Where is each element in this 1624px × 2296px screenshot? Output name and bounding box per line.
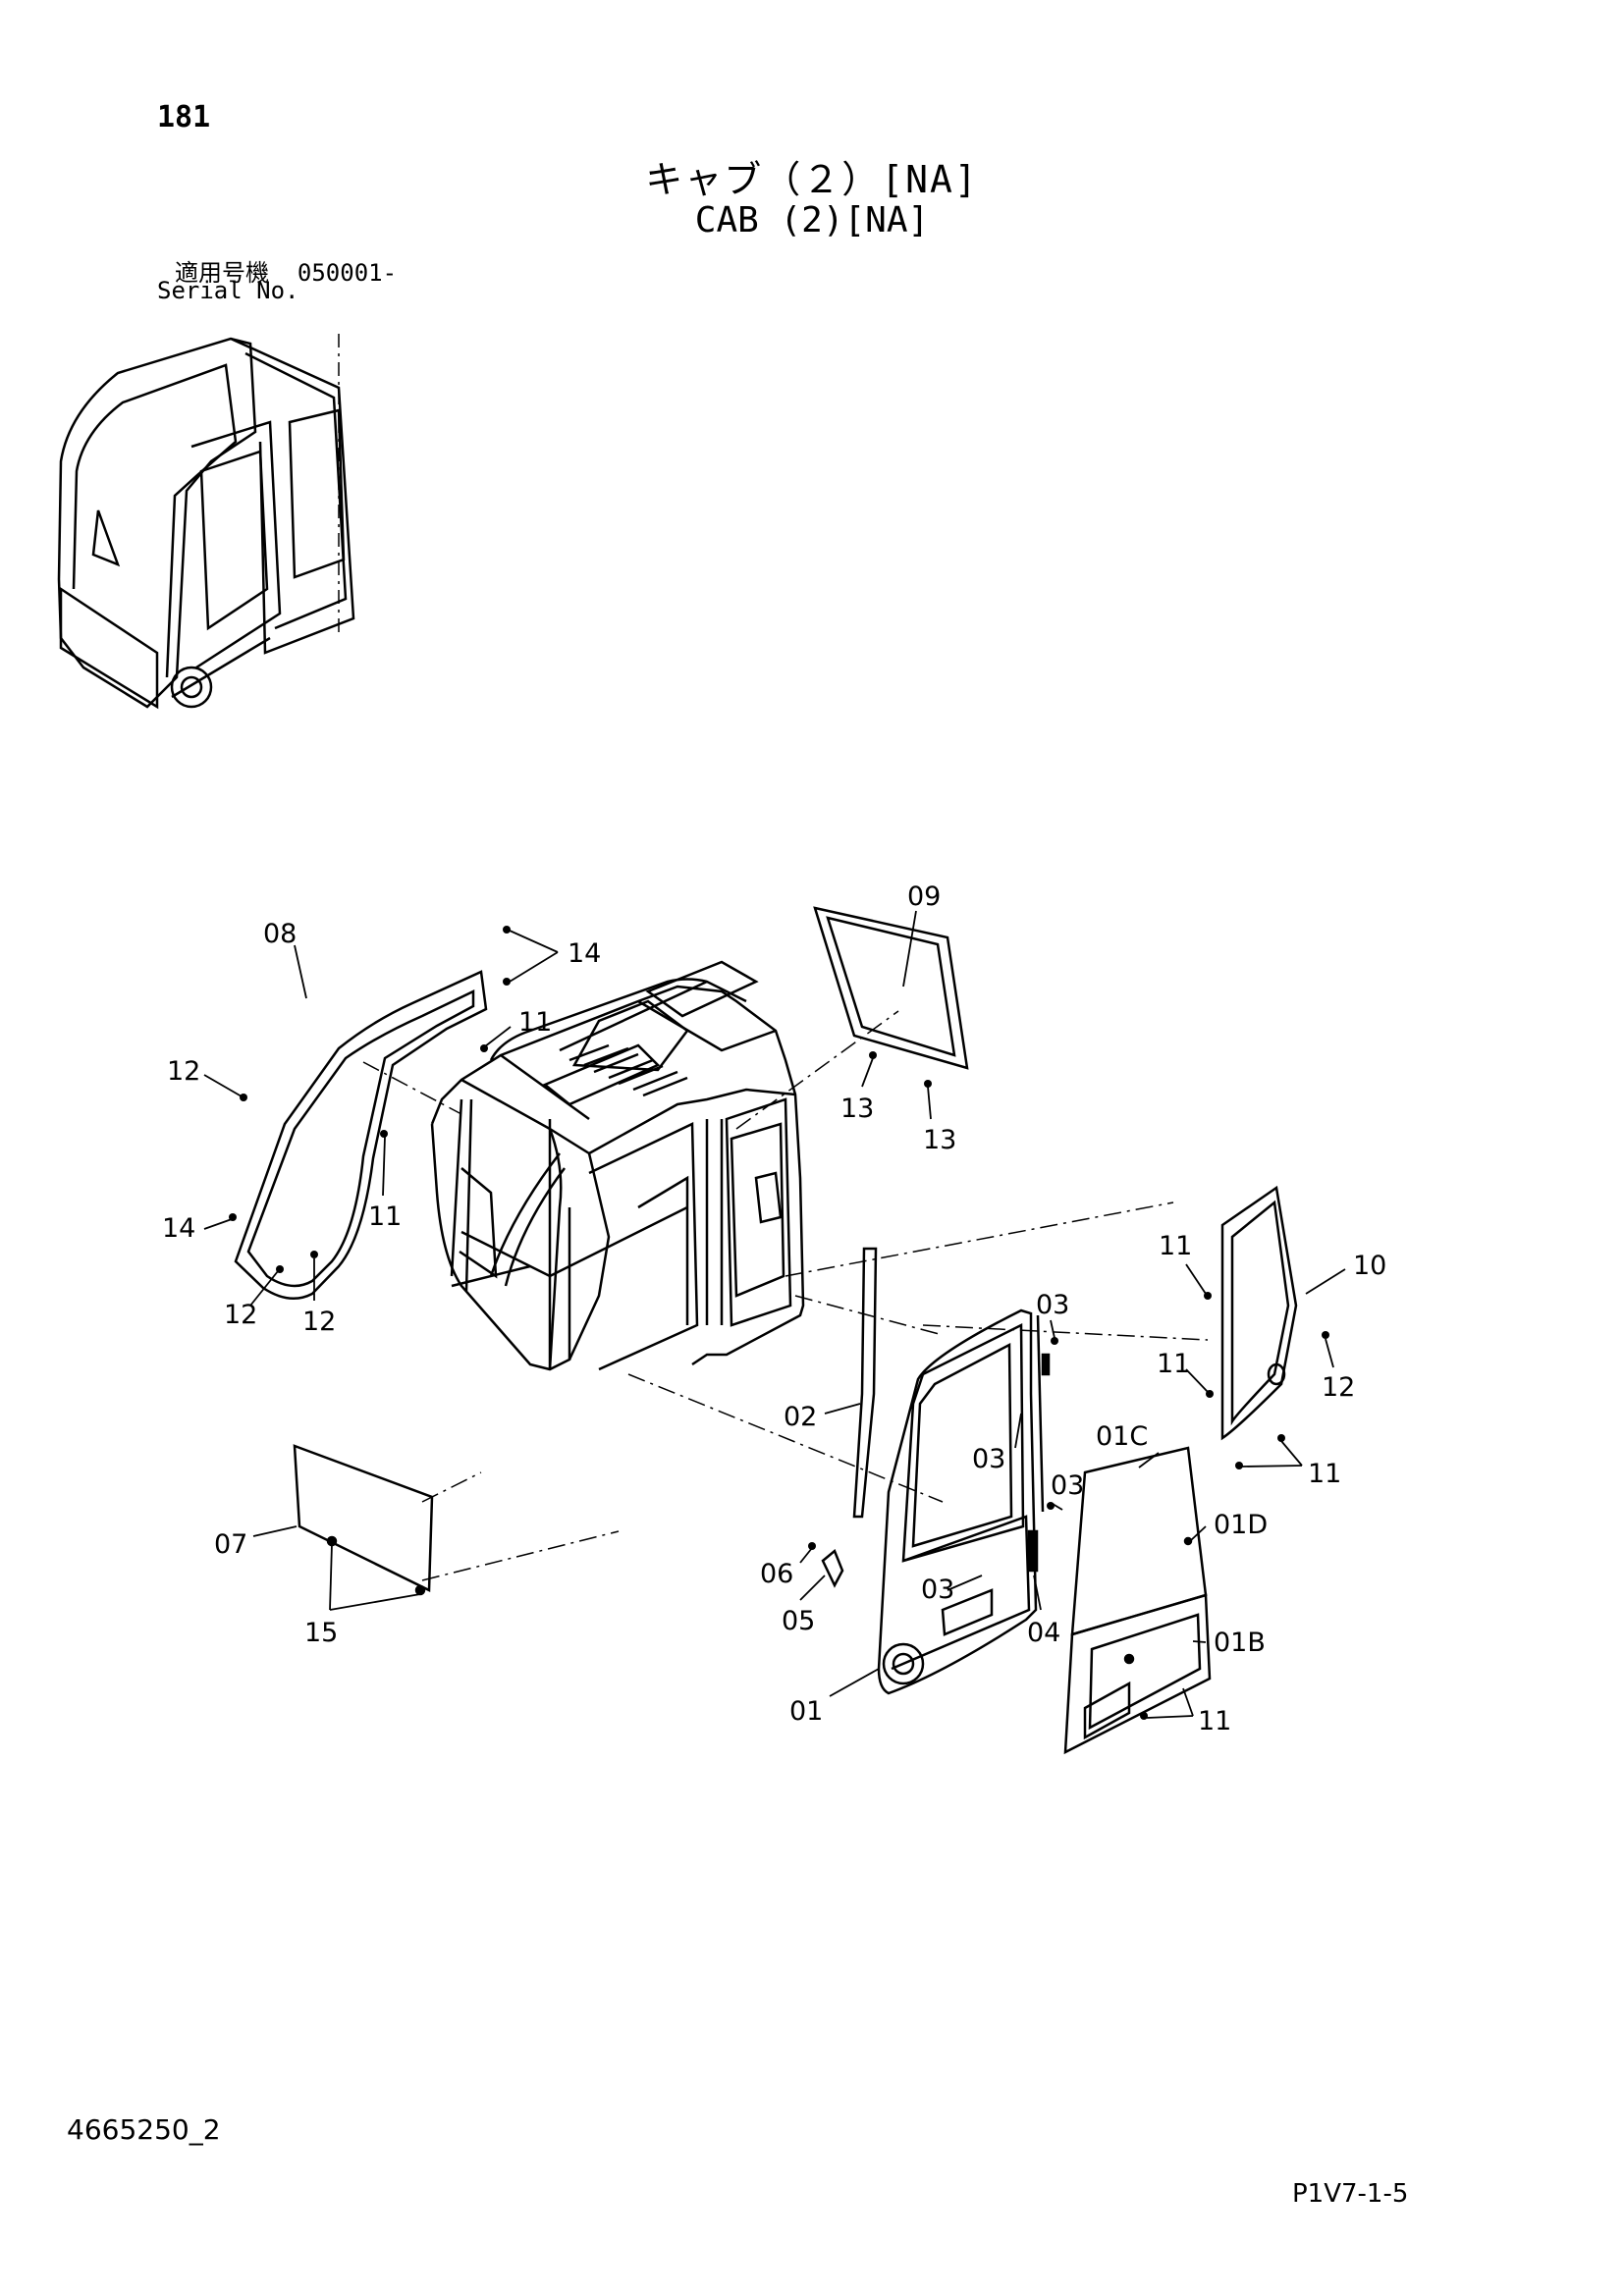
thumbnail-cab-overview	[57, 334, 355, 710]
callout-03: 03	[921, 1575, 954, 1605]
callout-11: 11	[1308, 1459, 1341, 1489]
callout-13: 13	[840, 1094, 874, 1124]
leader-dashdot-lines	[362, 1010, 1209, 1581]
callout-12: 12	[167, 1056, 200, 1087]
callout-01: 01	[789, 1696, 823, 1727]
callout-14: 14	[568, 938, 601, 969]
callout-14: 14	[162, 1213, 195, 1244]
callout-leader-lines	[203, 910, 1346, 1719]
serial-value: 050001-	[297, 259, 398, 287]
callout-11: 11	[1159, 1231, 1192, 1261]
glass-10-right-side	[1220, 1185, 1298, 1441]
panel-07-lower-front	[293, 1444, 434, 1596]
door-01	[821, 1308, 1051, 1695]
callout-01C: 01C	[1096, 1421, 1148, 1452]
callout-12: 12	[1322, 1372, 1355, 1403]
callout-08: 08	[263, 919, 297, 949]
callout-03: 03	[972, 1444, 1005, 1474]
serial-label-japanese: 適用号機 050001-	[175, 253, 397, 288]
callout-11: 11	[1157, 1349, 1190, 1379]
page-number: 181	[157, 100, 211, 134]
callout-01D: 01D	[1214, 1510, 1268, 1540]
callout-09: 09	[907, 881, 941, 912]
door-window-01c-01b	[1063, 1446, 1212, 1755]
callout-12: 12	[224, 1300, 257, 1330]
callout-03: 03	[1036, 1290, 1069, 1320]
callout-labels: 08 14 11 12 11 14 12 12 09 13 13 11 10 1…	[162, 881, 1386, 1736]
callout-03: 03	[1051, 1470, 1084, 1501]
callout-15: 15	[304, 1618, 338, 1648]
callout-11: 11	[1198, 1706, 1231, 1736]
title-english: CAB (2)[NA]	[694, 200, 930, 240]
callout-02: 02	[784, 1402, 817, 1432]
callout-04: 04	[1027, 1618, 1060, 1648]
serial-label-english: Serial No.	[157, 277, 299, 304]
title-japanese: キャブ（２）[NA]	[645, 158, 979, 201]
callout-05: 05	[782, 1606, 815, 1636]
callout-12: 12	[302, 1307, 336, 1337]
callout-07: 07	[214, 1529, 247, 1560]
document-id: 4665250_2	[67, 2113, 221, 2146]
callout-01B: 01B	[1214, 1628, 1266, 1658]
serial-label-jp-text: 適用号機	[175, 259, 269, 287]
cab-frame	[430, 960, 805, 1371]
glass-08-front-left	[234, 970, 488, 1301]
page-code: P1V7-1-5	[1292, 2179, 1409, 2209]
callout-10: 10	[1353, 1251, 1386, 1281]
callout-11: 11	[518, 1007, 552, 1038]
callout-11: 11	[368, 1201, 402, 1232]
callout-13: 13	[923, 1125, 956, 1155]
callout-06: 06	[760, 1559, 793, 1589]
seal-02	[852, 1247, 878, 1519]
fastener-dots	[229, 926, 1329, 1720]
glass-09-rear	[813, 906, 969, 1070]
